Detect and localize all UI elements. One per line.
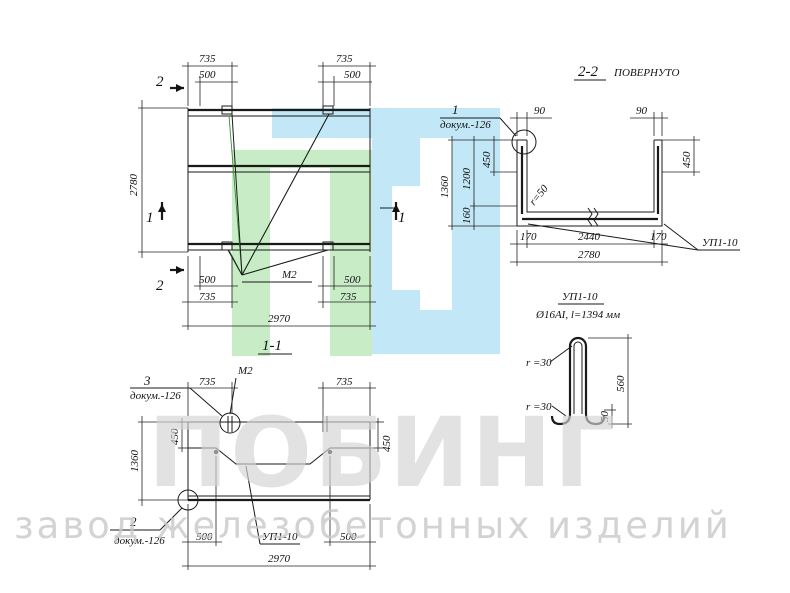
section-1-1-dim-total: 2970	[268, 553, 291, 565]
plan-dim-bottom-right-inner: 500	[344, 274, 361, 286]
section-2-2-dim-450-right: 450	[681, 151, 693, 168]
section-1-1-dim-top-left: 735	[199, 376, 216, 388]
loop-detail-r-bottom: r =30	[526, 401, 552, 413]
watermark-brand: ПОБИНГ	[148, 397, 617, 509]
section-2-2-dim-top-left: 90	[534, 105, 546, 117]
watermark-green-shape-left	[232, 150, 270, 356]
plan-dim-top-right-inner: 500	[344, 69, 361, 81]
section-1-1-dim-left-small: 450	[169, 428, 181, 445]
section-1-1-up-label: УП1-10	[262, 531, 298, 543]
plan-section-2-top: 2	[156, 74, 164, 90]
watermark-logo	[232, 108, 500, 356]
watermark-tagline: завод железобетонных изделий	[14, 504, 732, 547]
plan-dim-top-right-outer: 735	[336, 53, 353, 65]
section-1-1: 1-1 3 докум.-126 М2 735 735	[110, 338, 393, 570]
section-2-2-title: 2-2	[578, 64, 598, 80]
section-1-1-dim-height: 1360	[129, 450, 141, 473]
section-1-1-dim-bottom-right: 500	[340, 531, 357, 543]
watermark-green-shape-right	[330, 150, 372, 356]
section-2-2-radius-label: r=50	[527, 182, 551, 207]
section-1-1-ref3-num: 3	[143, 373, 151, 388]
plan-section-1-left: 1	[146, 210, 154, 226]
section-1-1-ref2-doc: докум.-126	[114, 535, 165, 547]
plan-dim-bottom-left-inner: 500	[199, 274, 216, 286]
plan-section-2-bottom: 2	[156, 278, 164, 294]
loop-detail-spec: Ø16АI, l=1394 мм	[535, 309, 620, 321]
section-2-2-dim-1360: 1360	[439, 176, 451, 199]
section-2-2-dim-2440: 2440	[578, 231, 601, 243]
section-1-1-dim-right-small: 450	[381, 435, 393, 452]
section-2-2-dim-170-right: 170	[650, 231, 667, 243]
plan-section-1-right: 1	[398, 210, 406, 226]
plan-dim-top-left-outer: 735	[199, 53, 216, 65]
section-1-1-dim-top-right: 735	[336, 376, 353, 388]
plan-dim-total-width: 2970	[268, 313, 291, 325]
section-1-1-title: 1-1	[262, 338, 282, 354]
loop-detail-r-top: r =30	[526, 357, 552, 369]
loop-detail-dim-50: 50	[599, 411, 611, 423]
section-2-2-dim-top-right: 90	[636, 105, 648, 117]
watermark-blue-shape-bottom	[372, 310, 500, 354]
section-1-1-ref2-num: 2	[130, 514, 137, 529]
plan-dim-bottom-right-outer: 735	[340, 291, 357, 303]
section-2-2-dim-1200: 1200	[461, 168, 473, 191]
section-2-2-dim-170-left: 170	[520, 231, 537, 243]
section-2-2-dim-2780: 2780	[578, 249, 601, 261]
section-1-1-ref3-doc: докум.-126	[130, 390, 181, 402]
section-1-1-m2-label: М2	[237, 365, 253, 377]
watermark-text: ПОБИНГ завод железобетонных изделий	[14, 397, 732, 547]
section-2-2-ref1-doc: докум.-126	[440, 119, 491, 131]
section-2-2-up-label: УП1-10	[702, 237, 738, 249]
section-2-2-subtitle: ПОВЕРНУТО	[613, 67, 680, 79]
loop-detail: УП1-10 Ø16АI, l=1394 мм r =30 r =30 560 …	[526, 291, 632, 428]
loop-detail-title: УП1-10	[562, 291, 598, 303]
plan-dim-bottom-left-outer: 735	[199, 291, 216, 303]
plan-view: М2 735 500 735 500 2 2 2780 1 1	[128, 53, 406, 330]
plan-dim-top-left-inner: 500	[199, 69, 216, 81]
section-2-2-ref1-num: 1	[452, 102, 459, 117]
section-1-1-dim-bottom-left: 500	[196, 531, 213, 543]
plan-dim-height: 2780	[128, 174, 140, 197]
plan-leader-label: М2	[281, 269, 297, 281]
section-2-2-dim-160: 160	[461, 207, 473, 224]
loop-detail-dim-560: 560	[615, 375, 627, 392]
section-2-2-dim-450-left: 450	[481, 151, 493, 168]
watermark-white-gap	[392, 186, 438, 290]
